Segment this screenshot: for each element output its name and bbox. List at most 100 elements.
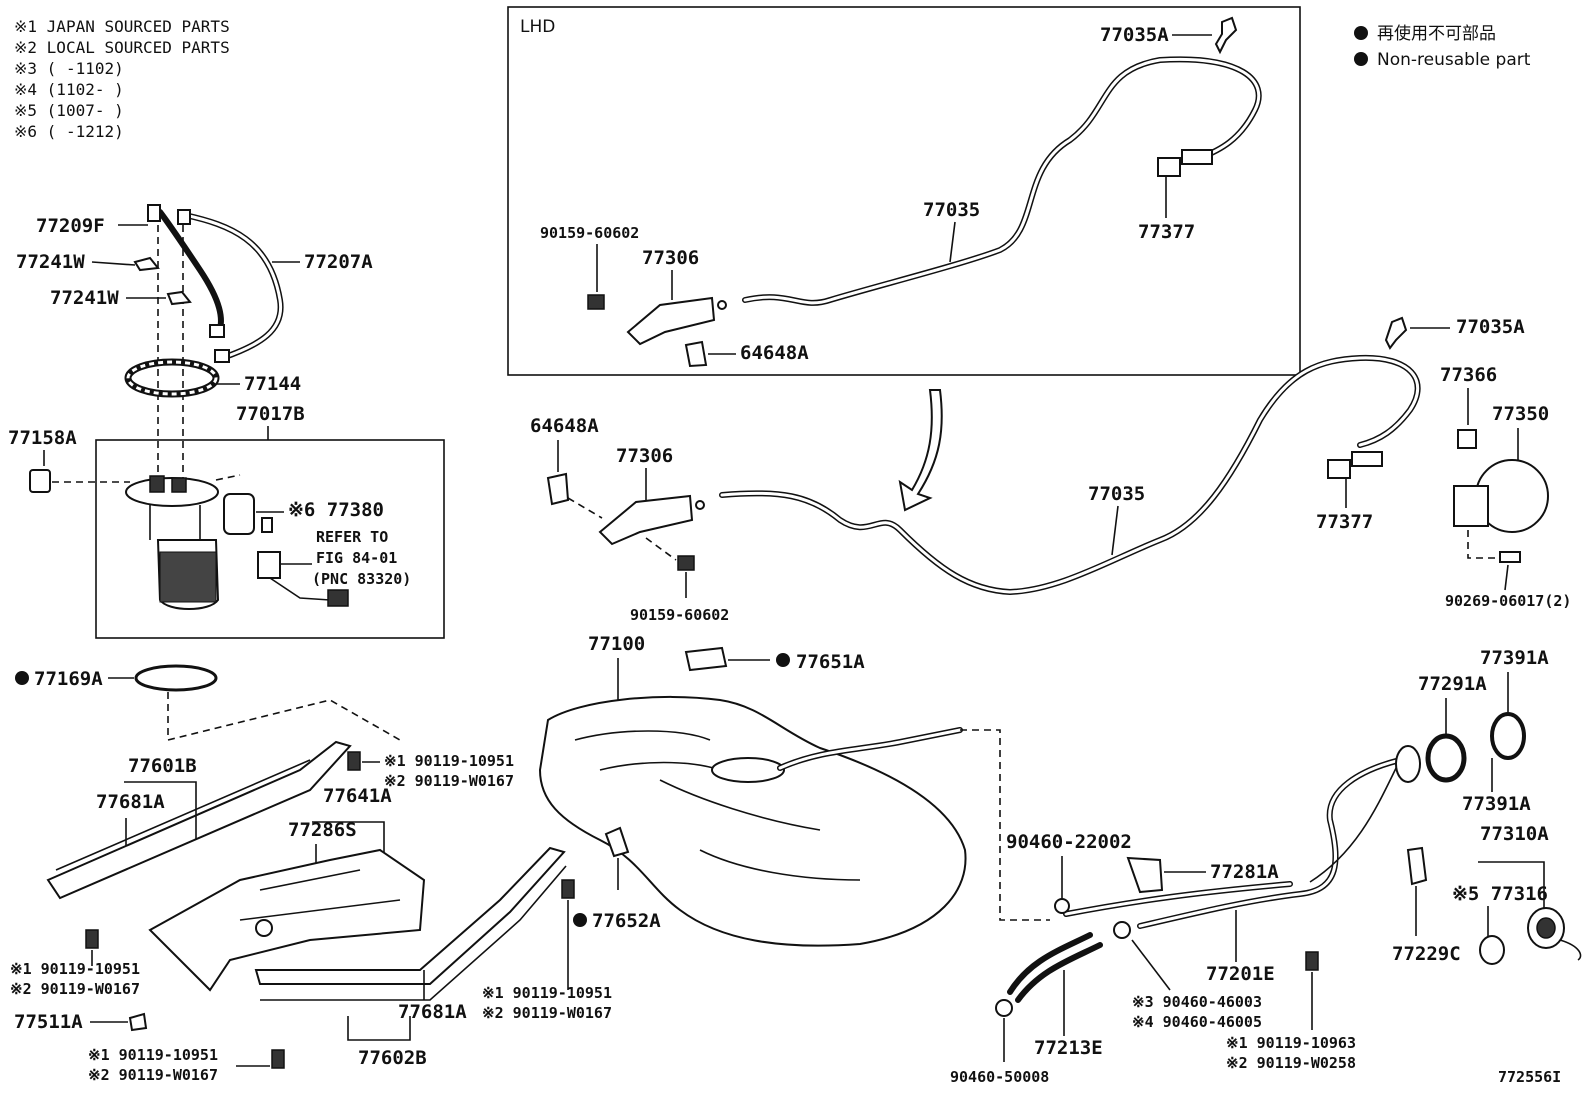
screw-90159	[587, 294, 605, 310]
note-6: ※6 ( -1212)	[14, 122, 124, 141]
label-77291a: 77291A	[1418, 673, 1487, 695]
label-77017b: 77017B	[236, 403, 305, 425]
fuel-tube-77207a	[157, 209, 224, 338]
legend-english: Non-reusable part	[1377, 50, 1531, 70]
door-hinge	[1453, 485, 1489, 527]
label-64648a: 64648A	[740, 342, 809, 364]
lhd-inset: LHD 77035A 77035 77377 90159-60602 77306…	[507, 6, 1301, 376]
note-1: ※1 JAPAN SOURCED PARTS	[14, 17, 230, 36]
pad-77651a	[684, 646, 728, 672]
label-77350: 77350	[1492, 403, 1549, 425]
non-reusable-dot-icon	[15, 671, 29, 685]
label-77169a: 77169A	[34, 668, 103, 690]
grommet-77158a	[29, 469, 51, 493]
pump-assy-frame-77017b	[95, 439, 445, 639]
bolt-icon	[347, 751, 361, 771]
label-90460-46005: ※4 90460-46005	[1132, 1013, 1262, 1031]
fuel-lid-cable-77035	[719, 354, 1421, 596]
label-77377: 77377	[1138, 221, 1195, 243]
label-77100: 77100	[588, 633, 645, 655]
clip-77511a	[128, 1012, 148, 1032]
filler-pipe-77201e	[1137, 757, 1403, 929]
label-77158a: 77158A	[8, 427, 77, 449]
legend: 再使用不可部品 Non-reusable part	[1354, 23, 1531, 70]
label-77306: 77306	[642, 247, 699, 269]
label-77377-b: 77377	[1316, 511, 1373, 533]
lhd-frame	[507, 6, 1301, 376]
bolt4-label-2: ※2 90119-W0167	[88, 1066, 218, 1084]
label-77035-b: 77035	[1088, 483, 1145, 505]
illustration-code: 772556I	[1498, 1068, 1561, 1086]
label-77035: 77035	[923, 199, 980, 221]
cable-connector-77377-b	[1327, 459, 1351, 479]
hose-clamp-90460-50008	[995, 999, 1013, 1017]
label-77144: 77144	[244, 373, 301, 395]
label-77229c: 77229C	[1392, 943, 1461, 965]
screw-90269	[1499, 551, 1521, 563]
bracket-77281a	[1126, 856, 1164, 894]
fuel-tank-group: 77169A 77100 77651A 77652A	[15, 633, 1050, 947]
bolt-icon	[561, 879, 575, 899]
label-90460-22002: 90460-22002	[1006, 831, 1132, 853]
label-77641a: 77641A	[323, 785, 392, 807]
non-reusable-dot-icon	[1354, 26, 1368, 40]
legend-japanese: 再使用不可部品	[1377, 23, 1496, 44]
refer-line-3: (PNC 83320)	[312, 570, 411, 588]
non-reusable-dot-icon	[776, 653, 790, 667]
bolt3-label-2: ※2 90119-W0167	[10, 980, 140, 998]
fuel-filter-77380	[223, 493, 255, 535]
label-77306-b: 77306	[616, 445, 673, 467]
hose-clamp-90460-22002	[1054, 898, 1070, 914]
bolt-icon	[85, 929, 99, 949]
cable-clamp-77035a-b	[1384, 316, 1408, 350]
note-4: ※4 (1102- )	[14, 80, 124, 99]
lhd-arrow-icon	[898, 389, 943, 512]
gasket-77169a	[134, 664, 218, 692]
bolt2-label-1: ※1 90119-10951	[482, 984, 612, 1002]
fuel-pump-group: 77209F 77207A 77241W 77241W 77144 77017B…	[8, 204, 445, 639]
bolt3-label-1: ※1 90119-10951	[10, 960, 140, 978]
label-77201e: 77201E	[1206, 963, 1275, 985]
label-77207a: 77207A	[304, 251, 373, 273]
fuel-lid-cable-lhd	[742, 56, 1262, 306]
label-77310a: 77310A	[1480, 823, 1549, 845]
note-2: ※2 LOCAL SOURCED PARTS	[14, 38, 230, 57]
label-90159-b: 90159-60602	[630, 606, 729, 624]
tank-band-77602b	[254, 846, 566, 985]
label-77601b: 77601B	[128, 755, 197, 777]
refer-line-1: REFER TO	[316, 528, 388, 546]
label-77391a-a: 77391A	[1480, 647, 1549, 669]
bolt1-label-2: ※2 90119-W0167	[384, 772, 514, 790]
label-90460-46003: ※3 90460-46003	[1132, 993, 1262, 1011]
label-90159-lhd: 90159-60602	[540, 224, 639, 242]
clamp-77241w-b	[166, 290, 192, 306]
label-77511a: 77511A	[14, 1011, 83, 1033]
pad-77652a	[604, 826, 630, 858]
refer-line-2: FIG 84-01	[316, 549, 397, 567]
label-77209f: 77209F	[36, 215, 105, 237]
inlet-hose-77213e	[1007, 932, 1093, 995]
label-64648a-b: 64648A	[530, 415, 599, 437]
note-3: ※3 ( -1102)	[14, 59, 124, 78]
label-77380: ※6 77380	[288, 499, 384, 521]
bolt2-label-2: ※2 90119-W0167	[482, 1004, 612, 1022]
lhd-label: LHD	[520, 17, 555, 37]
lid-opener-lever-77306-b	[598, 494, 694, 546]
clamp-77241w-a	[133, 256, 160, 272]
label-77281a: 77281A	[1210, 861, 1279, 883]
filler-neck	[1395, 745, 1421, 783]
label-77651a: 77651A	[796, 651, 865, 673]
label-77391a-b: 77391A	[1462, 793, 1531, 815]
bolt1-label-1: ※1 90119-10951	[384, 752, 514, 770]
cap-gasket-77316	[1479, 935, 1505, 965]
bolt5-label-2: ※2 90119-W0258	[1226, 1054, 1356, 1072]
note-5: ※5 (1007- )	[14, 101, 124, 120]
notes-block: ※1 JAPAN SOURCED PARTS ※2 LOCAL SOURCED …	[14, 17, 230, 141]
protector-77641a	[148, 848, 426, 992]
label-77366: 77366	[1440, 364, 1497, 386]
lock-77366	[1457, 429, 1477, 449]
screw-90159-b	[677, 555, 695, 571]
bolt5-label-1: ※1 90119-10963	[1226, 1034, 1356, 1052]
